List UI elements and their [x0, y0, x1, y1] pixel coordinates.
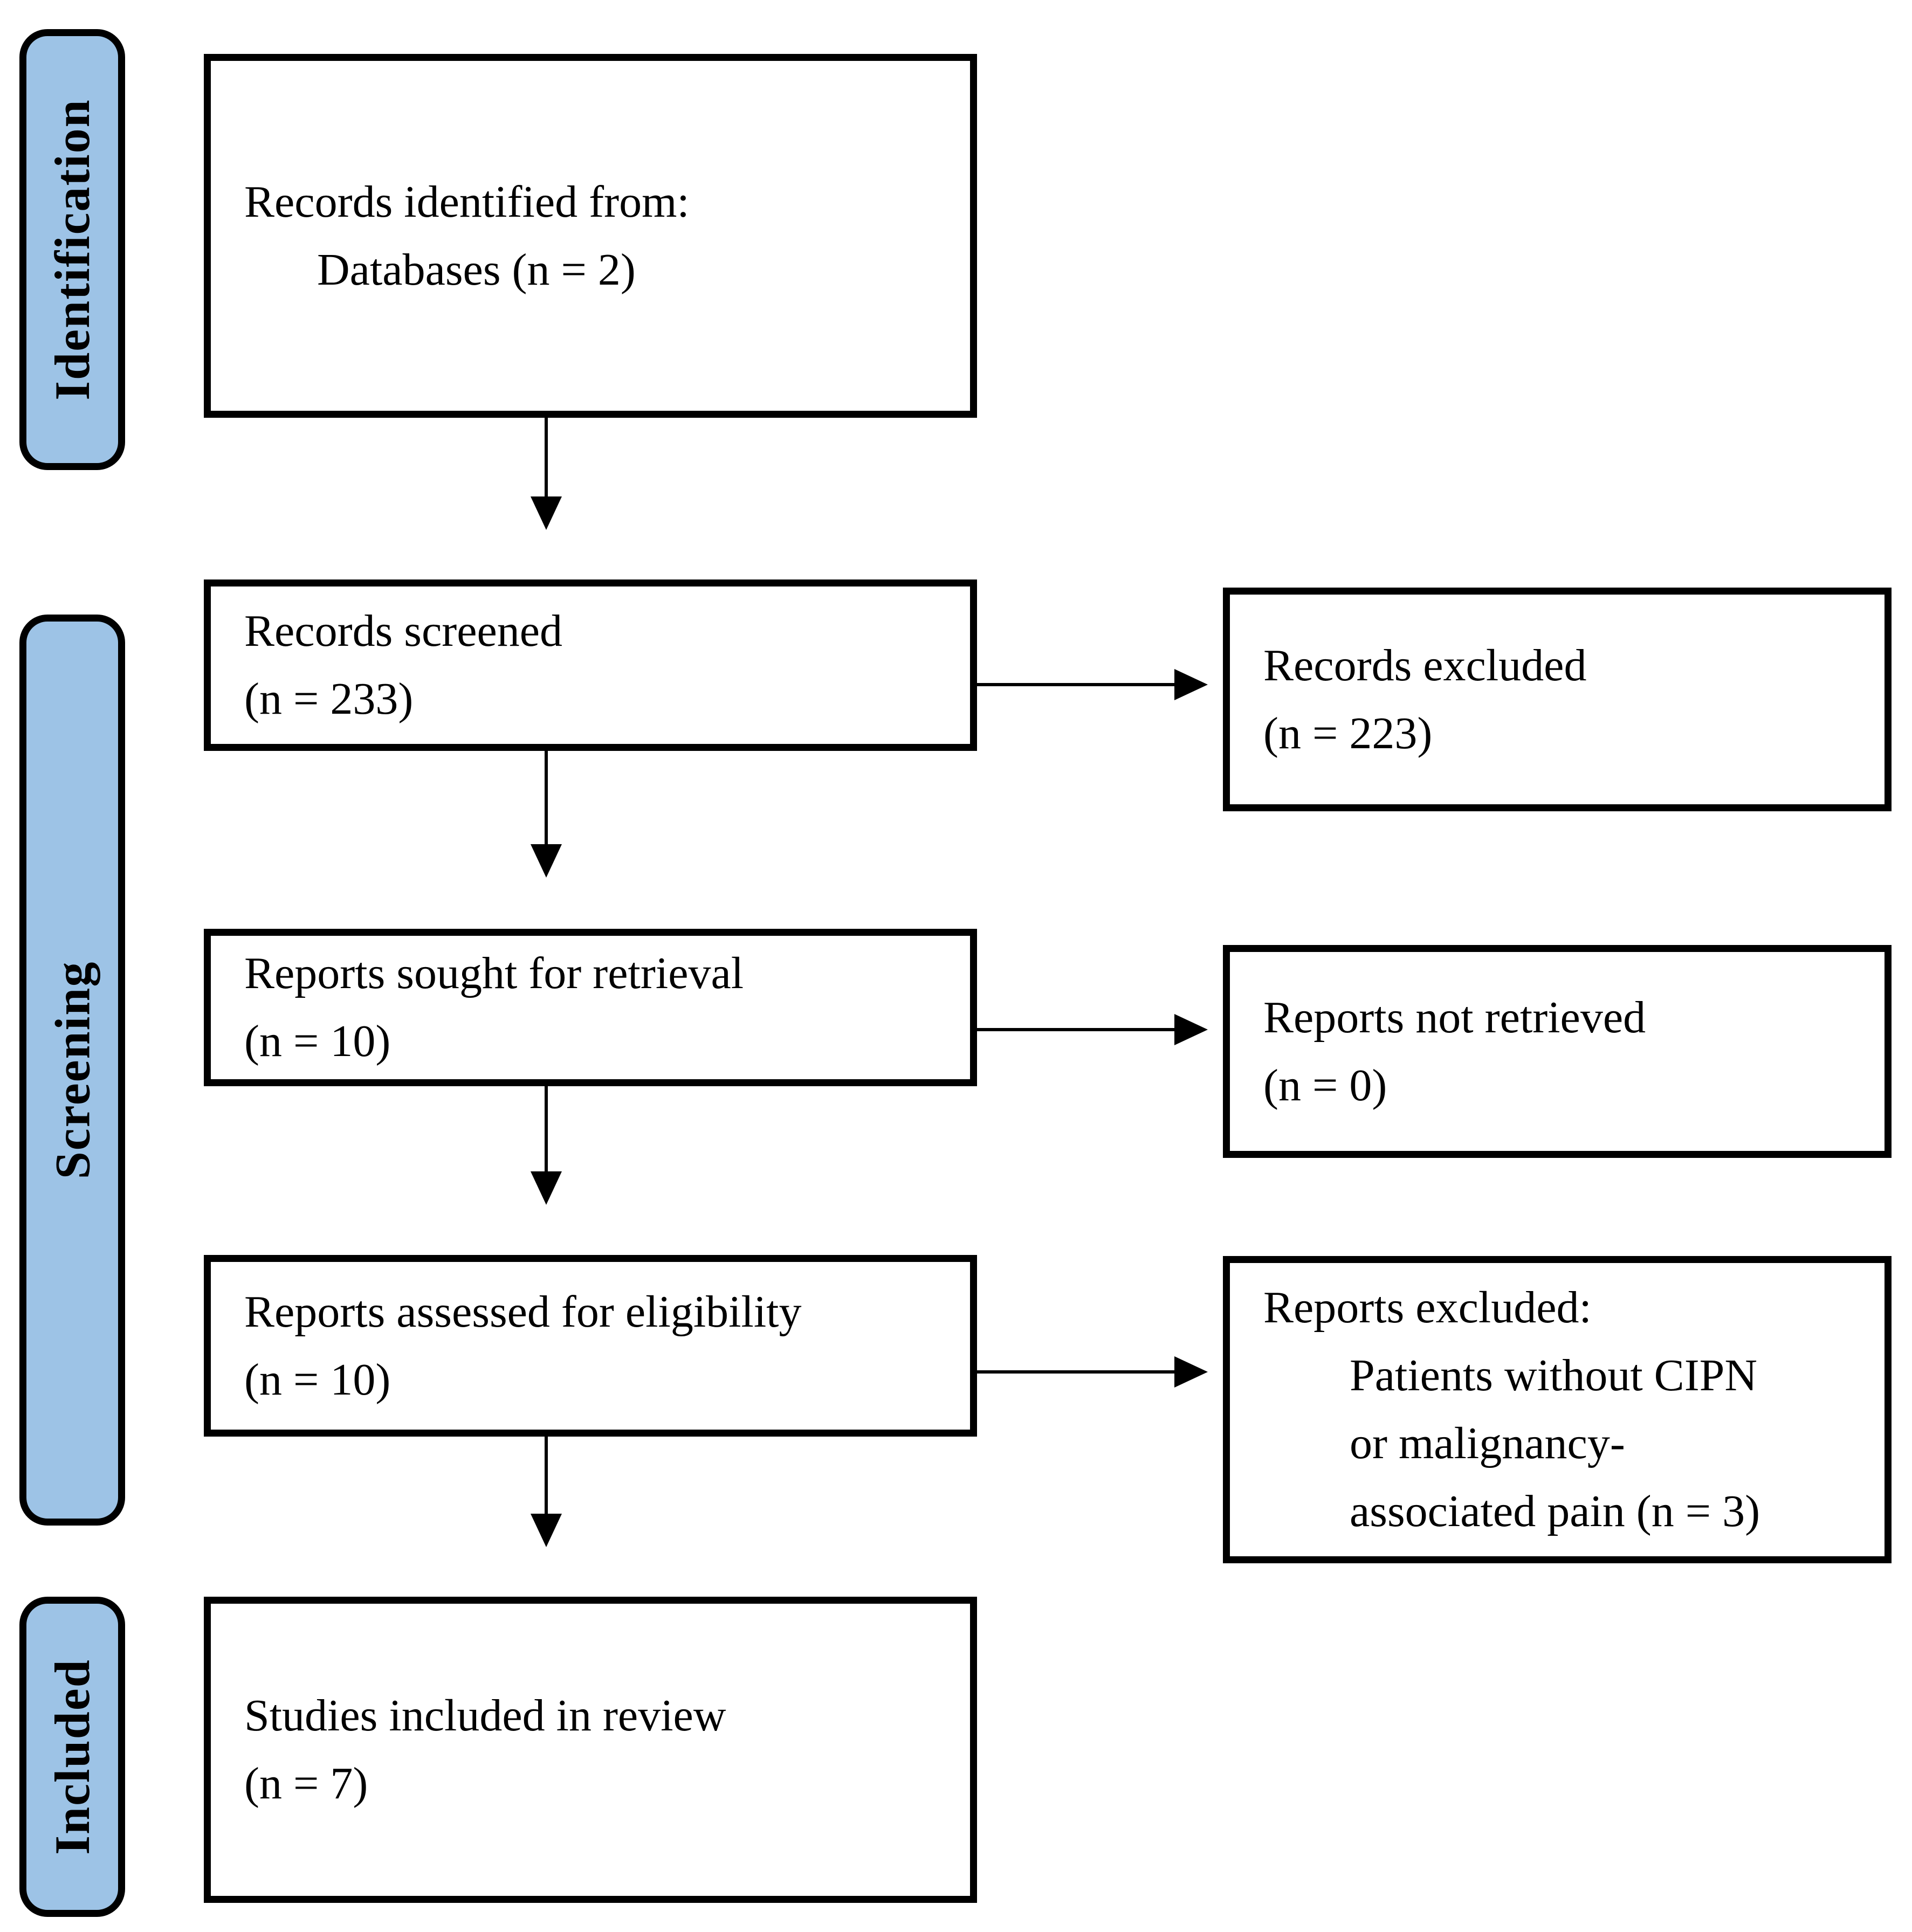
reports-not-retrieved-line2: (n = 0) [1263, 1060, 1387, 1110]
reports-assessed-line1: Reports assessed for eligibility [244, 1286, 802, 1337]
arrowhead-right-icon [1174, 1014, 1208, 1045]
arrowhead-down-icon [531, 844, 562, 878]
records-identified-line1: Records identified from: [244, 176, 690, 227]
records-excluded-box: Records excluded (n = 223) [1223, 588, 1892, 811]
reports-excluded-line4: associated pain (n = 3) [1350, 1486, 1760, 1536]
records-excluded-line1: Records excluded [1263, 640, 1587, 691]
records-screened-line1: Records screened [244, 606, 563, 656]
reports-not-retrieved-line1: Reports not retrieved [1263, 992, 1646, 1043]
stage-label-identification-text: Identification [45, 99, 100, 401]
arrow-stem [545, 1086, 548, 1171]
stage-label-included-text: Included [45, 1659, 100, 1855]
arrow-stem [545, 751, 548, 844]
arrow-down-assessed-to-included [531, 1437, 562, 1547]
arrow-stem [545, 418, 548, 496]
arrow-right-screened-to-excluded [977, 669, 1208, 700]
studies-included-line2: (n = 7) [244, 1758, 368, 1809]
records-identified-line2: Databases (n = 2) [317, 244, 636, 295]
reports-not-retrieved-box: Reports not retrieved (n = 0) [1223, 945, 1892, 1158]
arrow-stem [977, 1370, 1174, 1374]
arrow-stem [977, 1028, 1174, 1031]
records-excluded-line2: (n = 223) [1263, 708, 1433, 758]
arrow-right-assessed-to-excluded [977, 1356, 1208, 1388]
arrow-down-identified-to-screened [531, 418, 562, 530]
stage-label-included: Included [19, 1597, 125, 1917]
arrow-right-sought-to-not-retrieved [977, 1014, 1208, 1045]
studies-included-line1: Studies included in review [244, 1690, 726, 1741]
reports-assessed-box: Reports assessed for eligibility (n = 10… [204, 1255, 977, 1437]
arrow-stem [545, 1437, 548, 1514]
arrowhead-right-icon [1174, 1356, 1208, 1388]
reports-assessed-line2: (n = 10) [244, 1354, 391, 1405]
reports-sought-line1: Reports sought for retrieval [244, 948, 744, 998]
arrowhead-down-icon [531, 1514, 562, 1547]
reports-excluded-line2: Patients without CIPN [1350, 1350, 1758, 1400]
arrowhead-down-icon [531, 1171, 562, 1205]
stage-label-identification: Identification [19, 29, 125, 470]
stage-label-screening: Screening [19, 615, 125, 1526]
stage-label-screening-text: Screening [45, 961, 100, 1179]
records-screened-line2: (n = 233) [244, 674, 414, 724]
reports-sought-box: Reports sought for retrieval (n = 10) [204, 929, 977, 1086]
records-identified-box: Records identified from: Databases (n = … [204, 54, 977, 418]
records-screened-box: Records screened (n = 233) [204, 579, 977, 751]
arrow-down-screened-to-sought [531, 751, 562, 878]
studies-included-box: Studies included in review (n = 7) [204, 1597, 977, 1903]
arrowhead-right-icon [1174, 669, 1208, 700]
arrowhead-down-icon [531, 496, 562, 530]
reports-excluded-box: Reports excluded: Patients without CIPN … [1223, 1256, 1892, 1563]
arrow-stem [977, 683, 1174, 686]
reports-sought-line2: (n = 10) [244, 1016, 391, 1066]
reports-excluded-line1: Reports excluded: [1263, 1282, 1592, 1333]
reports-excluded-line3: or malignancy- [1350, 1418, 1625, 1468]
arrow-down-sought-to-assessed [531, 1086, 562, 1205]
